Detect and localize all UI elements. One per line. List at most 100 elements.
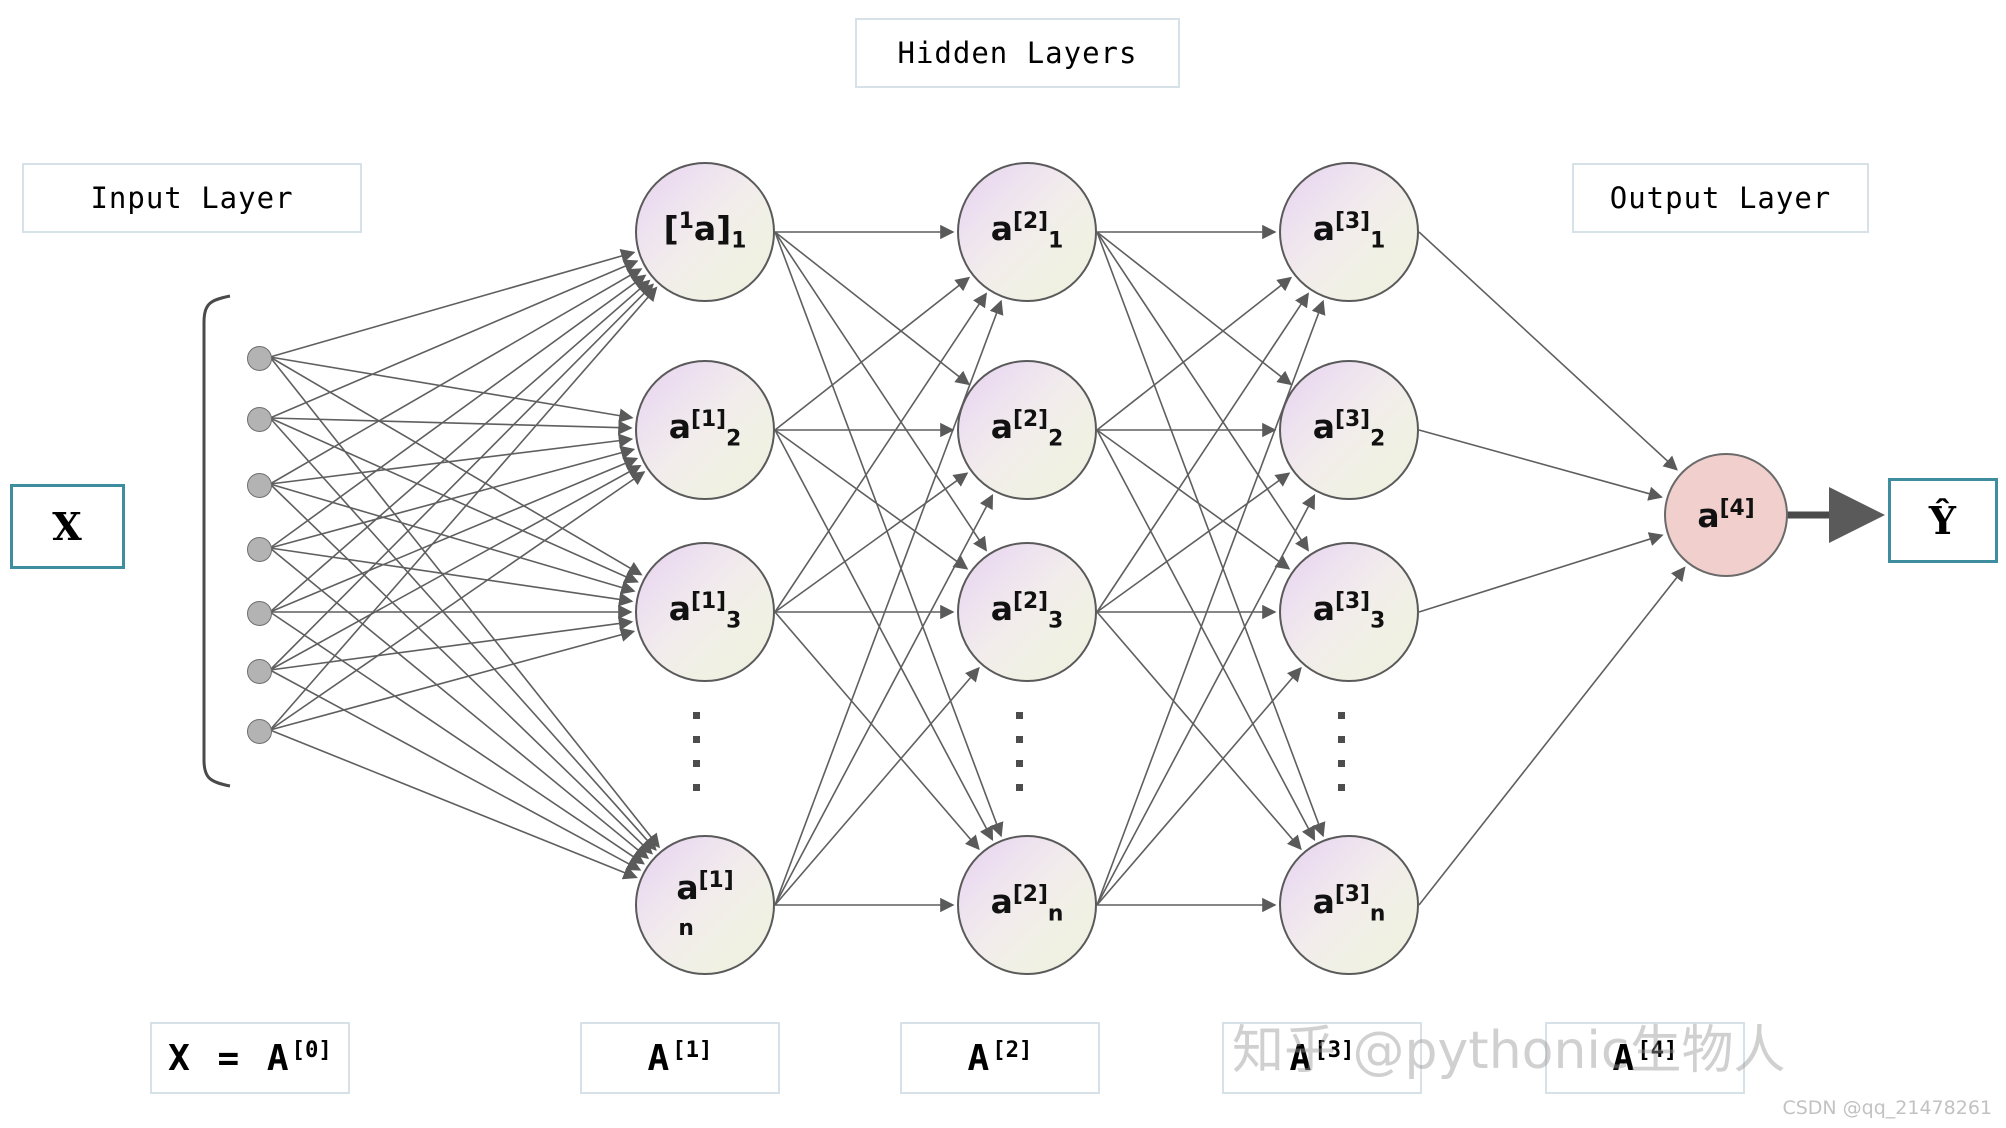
neuron-label: a[2]3 bbox=[990, 589, 1064, 634]
edge bbox=[1418, 532, 1664, 613]
edge bbox=[1096, 611, 1302, 851]
edge bbox=[774, 611, 980, 851]
edge bbox=[269, 356, 643, 576]
edge bbox=[774, 666, 980, 906]
edge bbox=[269, 417, 657, 852]
edge bbox=[269, 356, 634, 423]
edge bbox=[269, 669, 642, 871]
edge bbox=[269, 268, 643, 485]
bottom-label-3: A[3] bbox=[1222, 1022, 1422, 1094]
edge bbox=[269, 627, 636, 731]
edge bbox=[269, 729, 638, 880]
output-neuron: a[4] bbox=[1664, 453, 1788, 577]
edge bbox=[1418, 429, 1663, 501]
neuron-hidden-layer-1-2: a[1]2 bbox=[635, 360, 775, 500]
edge bbox=[269, 417, 639, 584]
edge bbox=[774, 231, 987, 552]
edge bbox=[269, 483, 636, 595]
input-node bbox=[246, 472, 272, 498]
neuron-hidden-layer-1-4: a[1]n bbox=[635, 835, 775, 975]
neuron-hidden-layer-2-3: a[2]3 bbox=[957, 542, 1097, 682]
input-x-box: X bbox=[10, 484, 125, 569]
input-node bbox=[246, 718, 272, 744]
neuron-hidden-layer-2-4: a[2]n bbox=[957, 835, 1097, 975]
csdn-watermark: CSDN @qq_21478261 bbox=[1782, 1097, 1992, 1119]
edge bbox=[269, 417, 633, 435]
neuron-hidden-layer-2-2: a[2]2 bbox=[957, 360, 1097, 500]
neuron-label: a[1]2 bbox=[668, 407, 742, 452]
header-output-layer: Output Layer bbox=[1572, 163, 1869, 233]
edge bbox=[269, 356, 660, 849]
edge bbox=[269, 279, 651, 613]
edge bbox=[269, 547, 650, 860]
edge bbox=[269, 616, 634, 671]
bottom-label-text: A[3] bbox=[1289, 1037, 1355, 1079]
neuron-label: a[2]2 bbox=[990, 407, 1064, 452]
edge bbox=[1096, 292, 1309, 613]
edge bbox=[269, 547, 634, 607]
bottom-label-1: A[1] bbox=[580, 1022, 780, 1094]
neuron-label: a[1]n bbox=[676, 868, 734, 942]
edge bbox=[269, 283, 654, 671]
edge bbox=[774, 292, 987, 613]
bottom-label-4: A[4] bbox=[1545, 1022, 1745, 1094]
edge bbox=[774, 493, 994, 906]
edge bbox=[1096, 472, 1291, 613]
neuron-label: a[2]1 bbox=[990, 209, 1064, 254]
ellipsis-layer-1 bbox=[693, 712, 700, 791]
edge bbox=[774, 231, 1004, 838]
neuron-hidden-layer-1-3: a[1]3 bbox=[635, 542, 775, 682]
edge bbox=[1096, 666, 1302, 906]
edge bbox=[1096, 231, 1293, 386]
bottom-label-text: X = A[0] bbox=[168, 1037, 332, 1079]
neuron-hidden-layer-3-3: a[3]3 bbox=[1279, 542, 1419, 682]
neuron-label: a[3]1 bbox=[1312, 209, 1386, 254]
edge bbox=[774, 429, 969, 570]
neuron-label: a[3]2 bbox=[1312, 407, 1386, 452]
edge bbox=[774, 429, 994, 842]
edge bbox=[269, 445, 636, 549]
edge bbox=[269, 249, 636, 358]
input-node bbox=[246, 658, 272, 684]
edge bbox=[774, 231, 971, 386]
neuron-hidden-layer-3-4: a[3]n bbox=[1279, 835, 1419, 975]
neuron-hidden-layer-2-1: a[2]1 bbox=[957, 162, 1097, 302]
neuron-label: a[2]n bbox=[990, 882, 1064, 927]
edge bbox=[269, 433, 634, 485]
output-yhat-box: Ŷ bbox=[1888, 478, 1998, 563]
edge bbox=[774, 472, 969, 613]
edge bbox=[1418, 566, 1686, 906]
neuron-hidden-layer-1-1: [1a]1 bbox=[635, 162, 775, 302]
bottom-label-0: X = A[0] bbox=[150, 1022, 350, 1094]
edge bbox=[269, 483, 653, 855]
edge bbox=[269, 456, 639, 613]
edge bbox=[269, 286, 658, 731]
input-node bbox=[246, 600, 272, 626]
edge bbox=[1096, 231, 1326, 838]
input-node bbox=[246, 345, 272, 371]
ellipsis-layer-3 bbox=[1338, 712, 1345, 791]
neuron-label: a[3]n bbox=[1312, 882, 1386, 927]
neuron-hidden-layer-3-2: a[3]2 bbox=[1279, 360, 1419, 500]
neuron-label: [1a]1 bbox=[663, 209, 747, 254]
neuron-hidden-layer-3-1: a[3]1 bbox=[1279, 162, 1419, 302]
edge bbox=[269, 471, 646, 731]
edge bbox=[1096, 429, 1316, 842]
edge bbox=[1096, 276, 1293, 431]
bottom-label-text: A[4] bbox=[1612, 1037, 1678, 1079]
edge bbox=[1096, 231, 1309, 552]
ellipsis-layer-2 bbox=[1016, 712, 1023, 791]
edge bbox=[269, 611, 645, 865]
edge bbox=[1096, 429, 1291, 570]
neuron-label: a[4] bbox=[1697, 496, 1755, 535]
edge bbox=[1096, 493, 1316, 906]
edge bbox=[774, 276, 971, 431]
edge bbox=[269, 464, 642, 671]
bottom-label-text: A[1] bbox=[647, 1037, 713, 1079]
edge bbox=[269, 274, 647, 549]
input-node bbox=[246, 406, 272, 432]
neuron-label: a[3]3 bbox=[1312, 589, 1386, 634]
input-node bbox=[246, 536, 272, 562]
edge bbox=[1418, 231, 1678, 471]
